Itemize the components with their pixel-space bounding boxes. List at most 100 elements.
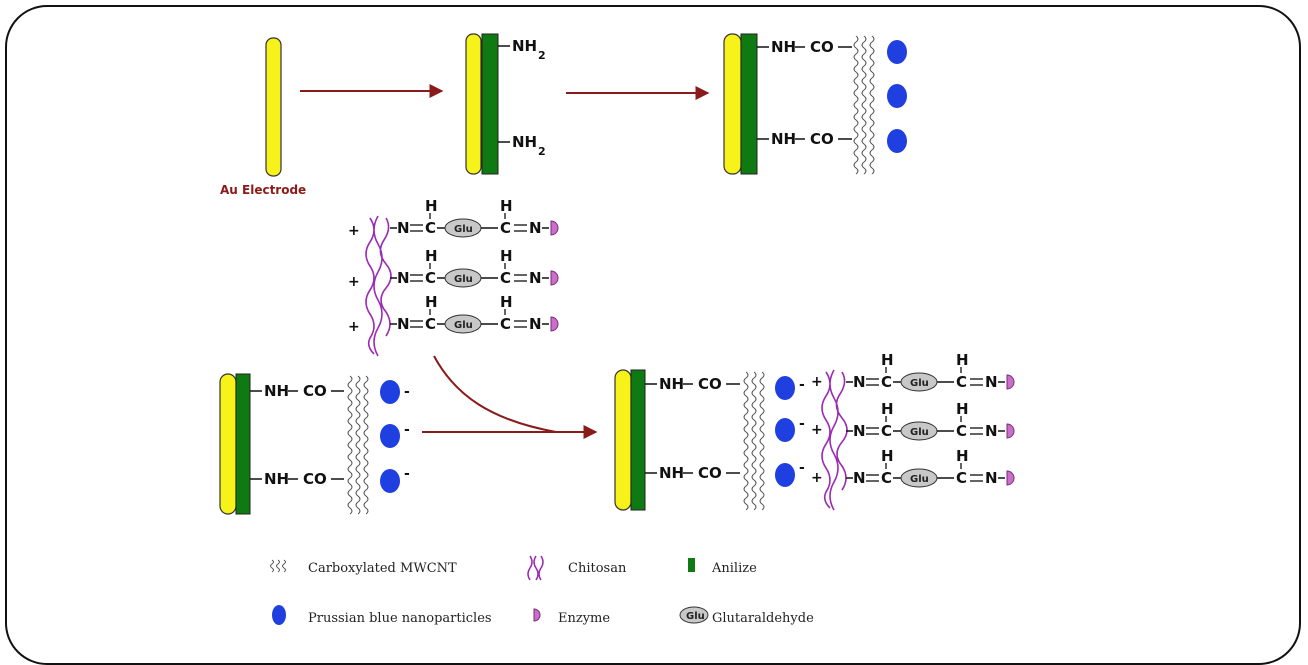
mwcnt-strand — [853, 35, 875, 175]
nh-group: NH — [659, 464, 684, 482]
nh2-group-top: NH — [512, 37, 537, 55]
legend-label-aniline: Anilize — [711, 561, 757, 576]
hydrogen-atom: H — [881, 400, 894, 418]
carbon-atom: C — [956, 422, 967, 440]
step2-aniline-electrode: NH 2 NH 2 — [465, 33, 546, 175]
nitrogen-atom: N — [529, 219, 542, 237]
co-group: CO — [810, 38, 834, 56]
legend-item-aniline: Anilize — [688, 558, 757, 576]
hydrogen-atom: H — [956, 447, 969, 465]
linker-row: N C H Glu C H N — [846, 400, 1015, 441]
hydrogen-atom: H — [956, 400, 969, 418]
aniline-layer — [481, 33, 499, 175]
linker-row: N C H Glu C H N — [846, 447, 1015, 488]
carbon-atom: C — [881, 422, 892, 440]
plus-charge: + — [348, 223, 360, 239]
gold-electrode — [219, 373, 237, 515]
legend-label-prussian: Prussian blue nanoparticles — [308, 611, 492, 626]
prussian-blue-nanoparticle — [380, 380, 400, 404]
co-group: CO — [810, 130, 834, 148]
nh2-group-bottom: NH — [512, 133, 537, 151]
aniline-layer — [235, 373, 251, 515]
prussian-blue-nanoparticle — [887, 40, 907, 64]
gold-electrode — [265, 37, 282, 177]
prussian-blue-icon — [272, 605, 286, 625]
enzyme — [550, 316, 559, 332]
nh-group: NH — [771, 130, 796, 148]
hydrogen-atom: H — [500, 247, 513, 265]
carbon-atom: C — [500, 219, 511, 237]
glu-label: Glu — [910, 474, 929, 485]
chitosan-glu-enzyme-complex: + + + N C H Glu C H N N C — [348, 197, 559, 357]
glutaraldehyde-icon — [679, 606, 709, 624]
nitrogen-atom: N — [853, 422, 866, 440]
plus-charge: + — [811, 374, 823, 390]
glu-icon-label: Glu — [686, 611, 705, 622]
aniline-icon — [688, 558, 695, 572]
prussian-blue-nanoparticle — [775, 418, 795, 442]
nh-group: NH — [771, 38, 796, 56]
gold-electrode — [465, 33, 482, 175]
carbon-atom: C — [425, 219, 436, 237]
legend-label-chitosan: Chitosan — [568, 561, 627, 576]
carbon-atom: C — [956, 469, 967, 487]
glu-label: Glu — [454, 320, 473, 331]
minus-charge: - — [799, 416, 805, 432]
mwcnt-strand — [347, 375, 369, 515]
enzyme — [1006, 470, 1015, 486]
nitrogen-atom: N — [397, 219, 410, 237]
glu-label: Glu — [454, 274, 473, 285]
minus-charge: - — [404, 384, 410, 400]
carbon-atom: C — [500, 269, 511, 287]
electrode-label: Au Electrode — [220, 183, 306, 197]
minus-charge: - — [799, 460, 805, 476]
legend-item-glutaraldehyde: Glu Glutaraldehyde — [679, 606, 814, 626]
minus-charge: - — [404, 422, 410, 438]
plus-charge: + — [811, 470, 823, 486]
linker-row: N C H Glu C H N — [846, 351, 1015, 392]
nh2-sub-bottom: 2 — [538, 145, 546, 158]
co-group: CO — [303, 382, 327, 400]
hydrogen-atom: H — [881, 351, 894, 369]
gold-electrode — [614, 369, 632, 511]
plus-charge: + — [811, 422, 823, 438]
co-group: CO — [698, 464, 722, 482]
legend: Carboxylated MWCNT Chitosan Anilize Prus… — [270, 555, 814, 626]
step4-charged-electrode: NH CO NH CO - - - — [219, 373, 410, 515]
hydrogen-atom: H — [500, 197, 513, 215]
prussian-blue-nanoparticle — [887, 84, 907, 108]
hydrogen-atom: H — [425, 247, 438, 265]
nitrogen-atom: N — [853, 469, 866, 487]
hydrogen-atom: H — [500, 293, 513, 311]
chitosan-strand — [365, 215, 392, 357]
mwcnt-strand — [743, 371, 765, 511]
co-group: CO — [698, 375, 722, 393]
gold-electrode — [723, 33, 742, 175]
nh2-sub-top: 2 — [538, 49, 546, 62]
legend-label-glutaraldehyde: Glutaraldehyde — [712, 611, 814, 626]
plus-charge: + — [348, 274, 360, 290]
nitrogen-atom: N — [397, 315, 410, 333]
prussian-blue-nanoparticle — [775, 463, 795, 487]
legend-label-enzyme: Enzyme — [558, 611, 610, 626]
biosensor-fabrication-diagram: Au Electrode NH 2 NH 2 NH CO NH CO — [219, 33, 1015, 626]
legend-item-prussian: Prussian blue nanoparticles — [272, 605, 492, 626]
prussian-blue-nanoparticle — [775, 376, 795, 400]
linker-row: N C H Glu C H N — [390, 293, 559, 334]
nitrogen-atom: N — [985, 373, 998, 391]
carbon-atom: C — [425, 269, 436, 287]
chitosan-strand — [821, 369, 848, 511]
nh-group: NH — [659, 375, 684, 393]
hydrogen-atom: H — [881, 447, 894, 465]
glu-label: Glu — [910, 378, 929, 389]
hydrogen-atom: H — [956, 351, 969, 369]
curved-arrow-from-chitosan — [433, 355, 557, 433]
hydrogen-atom: H — [425, 197, 438, 215]
chitosan-icon — [527, 555, 544, 581]
carbon-atom: C — [881, 469, 892, 487]
minus-charge: - — [404, 466, 410, 482]
aniline-layer — [630, 369, 646, 511]
nitrogen-atom: N — [397, 269, 410, 287]
enzyme-icon — [533, 608, 541, 622]
legend-item-chitosan: Chitosan — [527, 555, 627, 581]
